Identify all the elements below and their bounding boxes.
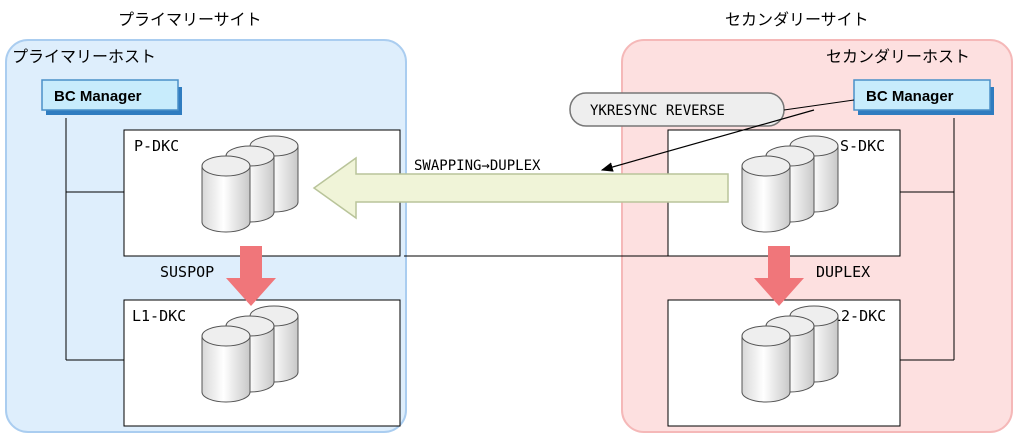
primary-bc-manager-label: BC Manager — [54, 88, 142, 105]
secondary-host-label: セカンダリーホスト — [826, 47, 970, 66]
bc-to-callout-connector — [783, 99, 855, 111]
secondary-bc-manager-label: BC Manager — [866, 88, 954, 105]
primary-site-label: プライマリーサイト — [118, 10, 262, 29]
primary-bc-manager: BC Manager — [41, 79, 182, 115]
secondary-state-label: DUPLEX — [816, 263, 870, 281]
primary-state-arrow — [226, 246, 276, 306]
command-pointer — [600, 109, 815, 172]
l2-dkc-label: L2-DKC — [832, 307, 886, 325]
transition-label: SWAPPING→DUPLEX — [414, 158, 541, 174]
secondary-site-label: セカンダリーサイト — [725, 10, 869, 29]
p-dkc-label: P-DKC — [134, 137, 179, 155]
primary-state-label: SUSPOP — [160, 263, 214, 281]
secondary-host-bus — [900, 118, 955, 361]
secondary-state-arrow — [754, 246, 804, 306]
copy-direction-arrow — [312, 156, 729, 220]
command-label: YKRESYNC REVERSE — [590, 103, 725, 119]
secondary-bc-manager: BC Manager — [853, 79, 994, 115]
l1-dkc-label: L1-DKC — [132, 307, 186, 325]
primary-host-bus — [65, 118, 124, 361]
s-dkc-label: S-DKC — [840, 137, 885, 155]
primary-host-label: プライマリーホスト — [12, 47, 156, 66]
